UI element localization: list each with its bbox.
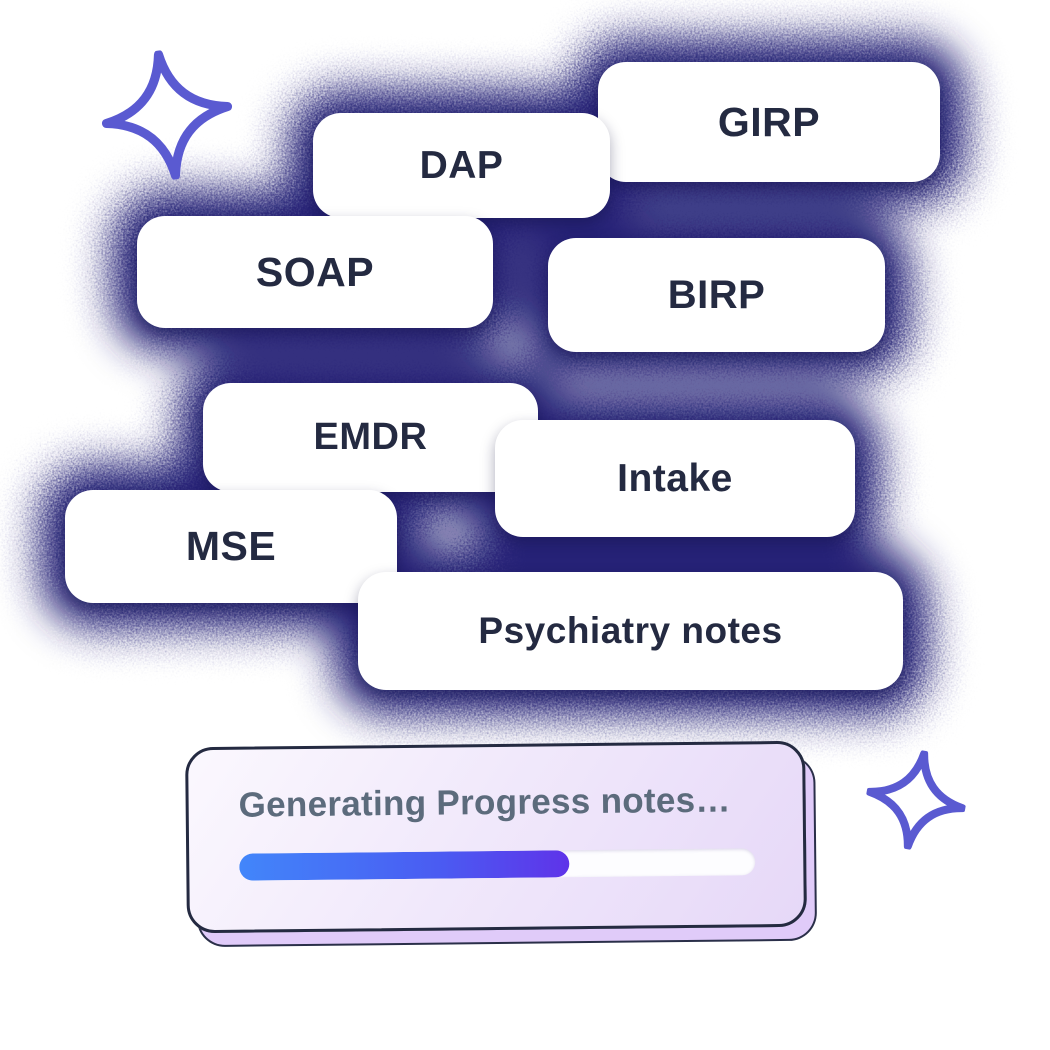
pill-mse: MSE	[65, 490, 397, 603]
pill-girp: GIRP	[598, 62, 940, 182]
pill-label: MSE	[185, 523, 277, 569]
pill-emdr: EMDR	[203, 383, 538, 492]
progress-fill	[239, 850, 570, 881]
pill-dap: DAP	[313, 113, 610, 218]
pill-label: BIRP	[667, 272, 766, 317]
pill-label: Psychiatry notes	[478, 610, 783, 651]
progress-card: Generating Progress notes…	[185, 740, 807, 934]
pill-psychiatry-notes: Psychiatry notes	[358, 572, 903, 690]
sparkle-icon	[90, 41, 245, 189]
progress-bar	[239, 848, 756, 881]
pill-label: GIRP	[717, 98, 821, 145]
pill-label: Intake	[617, 456, 733, 500]
progress-status-text: Generating Progress notes…	[238, 780, 731, 825]
pill-intake: Intake	[495, 420, 855, 537]
sparkle-icon	[858, 742, 974, 858]
pill-label: SOAP	[255, 248, 375, 295]
pill-birp: BIRP	[548, 238, 885, 352]
pill-label: DAP	[419, 143, 504, 187]
pill-label: EMDR	[313, 416, 428, 458]
pill-soap: SOAP	[137, 216, 493, 328]
